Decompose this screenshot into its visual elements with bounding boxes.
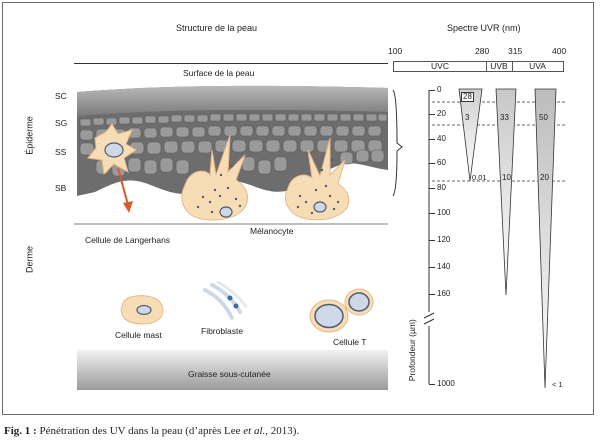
- caption-et-al: et al.: [243, 425, 266, 437]
- fibroblast-cell: [203, 280, 248, 320]
- wavelength-400: 400: [552, 46, 567, 56]
- tick-100: [429, 213, 435, 214]
- tick-160: [429, 294, 435, 295]
- keratinocyte-cells: [79, 113, 388, 177]
- langerhans-nucleus: [104, 142, 124, 158]
- langerhans-label: Cellule de Langerhans: [85, 235, 171, 245]
- tick-40: [429, 139, 435, 140]
- tick-1000: [429, 384, 435, 385]
- wavelength-315: 315: [508, 46, 523, 56]
- uvb-value-10: 10: [502, 173, 511, 182]
- depth-label-80: 80: [437, 183, 446, 192]
- layer-sc: SC: [55, 91, 67, 101]
- tick-60: [429, 163, 435, 164]
- figure-caption: Fig. 1 : Pénétration des UV dans la peau…: [4, 425, 299, 437]
- depth-label-0: 0: [437, 85, 442, 94]
- tick-120: [429, 240, 435, 241]
- layer-sg: SG: [55, 118, 68, 128]
- surface-line: [74, 63, 388, 64]
- uvb-penetration-wedge: [495, 88, 517, 296]
- langerhans-migration-arrow: [117, 167, 129, 206]
- layer-sb: SB: [55, 183, 67, 193]
- figure-frame: [2, 2, 594, 415]
- depth-label-1000: 1000: [437, 379, 455, 388]
- wavelength-100: 100: [388, 46, 403, 56]
- band-uvc: UVC: [393, 61, 487, 72]
- layer-ss: SS: [55, 147, 67, 157]
- t-cell-label: Cellule T: [333, 337, 367, 347]
- skin-surface-label: Surface de la peau: [183, 68, 255, 78]
- t-cells: [309, 288, 374, 333]
- uva-value-lt1: < 1: [552, 380, 563, 389]
- caption-text-1: Pénétration des UV dans la peau (d’après…: [36, 425, 244, 437]
- depth-label-60: 60: [437, 158, 446, 167]
- skin-structure-title: Structure de la peau: [176, 23, 258, 33]
- depth-label-120: 120: [437, 235, 451, 244]
- melanocyte-cell-1: [181, 134, 248, 221]
- depth-label-160: 160: [437, 289, 451, 298]
- uva-penetration-wedge: [534, 88, 557, 389]
- uvb-value-33: 33: [500, 113, 509, 122]
- depth-label-20: 20: [437, 109, 446, 118]
- mast-cell-label: Cellule mast: [115, 330, 162, 340]
- uvc-value-28: 28: [461, 92, 474, 102]
- epidermis-brace: [392, 89, 403, 197]
- fibroblast-label: Fibroblaste: [201, 326, 244, 336]
- arrow-head: [123, 201, 133, 213]
- subcutaneous-fat: [77, 350, 388, 390]
- depth-axis-title: Profondeur (µm): [406, 319, 417, 382]
- depth-label-140: 140: [437, 262, 451, 271]
- axis-break: [423, 312, 435, 319]
- melanocyte-label: Mélanocyte: [250, 226, 294, 236]
- melanocyte-cell-2: [284, 137, 350, 221]
- tick-0: [429, 90, 435, 91]
- uvc-penetration-wedge: [458, 88, 483, 182]
- uva-value-20: 20: [540, 173, 549, 182]
- tick-20: [429, 114, 435, 115]
- depth-label-40: 40: [437, 134, 446, 143]
- uvc-value-001: 0,01: [472, 173, 487, 182]
- tick-80: [429, 188, 435, 189]
- fat-layer-label: Graisse sous-cutanée: [188, 369, 271, 379]
- uvr-spectrum-title: Spectre UVR (nm): [447, 23, 521, 33]
- wavelength-280: 280: [475, 46, 490, 56]
- uvc-value-3: 3: [465, 113, 470, 122]
- caption-fig-number: Fig. 1 :: [4, 425, 37, 437]
- caption-text-2: , 2013).: [265, 425, 300, 437]
- uva-value-50: 50: [539, 113, 548, 122]
- depth-label-100: 100: [437, 208, 451, 217]
- tick-140: [429, 267, 435, 268]
- band-uvb: UVB: [486, 61, 513, 72]
- stratum-corneum: [77, 85, 388, 116]
- band-uva: UVA: [512, 61, 564, 72]
